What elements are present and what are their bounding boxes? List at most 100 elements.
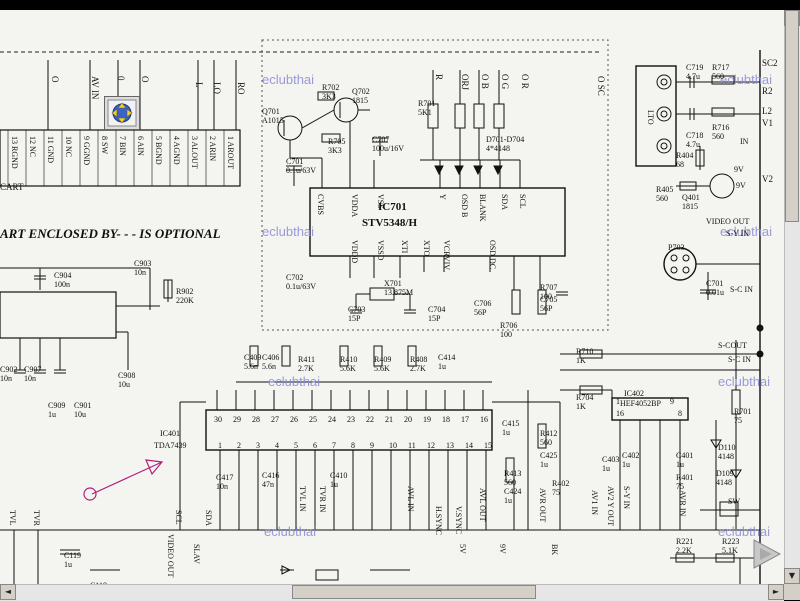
scart-pin-label: 6 AIN xyxy=(136,136,145,156)
ic401-pin-number: 12 xyxy=(427,441,435,450)
vertical-scroll-thumb[interactable] xyxy=(785,10,799,222)
component-ref: D701-D704 xyxy=(486,135,524,144)
net-label: 9V xyxy=(498,544,507,554)
component-value: 0.1u/63V xyxy=(286,166,316,175)
scroll-right-button[interactable]: ► xyxy=(768,584,784,600)
net-label: VIDEO OUT xyxy=(166,534,175,577)
component-value: 1u xyxy=(504,496,512,505)
component-ref: R716 xyxy=(712,123,729,132)
component-ref: C110 xyxy=(32,583,49,584)
net-label: R xyxy=(434,74,444,80)
component-value: 1K xyxy=(576,356,586,365)
ic401-pin-number: 3 xyxy=(256,441,260,450)
component-ref: C417 xyxy=(216,473,233,482)
net-label: SC2 xyxy=(762,58,778,68)
component-ref: Q401 xyxy=(682,193,700,202)
component-ref: C718 xyxy=(686,131,703,140)
scart-pin-label: 3 ALOUT xyxy=(190,136,199,169)
component-value: 560 xyxy=(656,194,668,203)
ic701-pin-label: BLANK xyxy=(478,194,487,222)
ic401-pin-number: 6 xyxy=(313,441,317,450)
component-ref: P703 xyxy=(668,243,684,252)
pan-tool-icon[interactable] xyxy=(104,96,140,130)
net-label: O G xyxy=(500,74,510,90)
net-label: O B xyxy=(480,74,490,89)
net-label: AVR OUT xyxy=(538,488,547,522)
net-label: O xyxy=(50,76,60,83)
ic401-pin-number: 26 xyxy=(290,415,298,424)
net-label: O SC xyxy=(596,76,606,96)
component-value: 1u xyxy=(64,560,72,569)
component-value: 10u xyxy=(118,380,130,389)
component-value: 1u xyxy=(438,362,446,371)
component-ref: R706 xyxy=(500,321,517,330)
component-ref: R223 xyxy=(722,537,739,546)
net-label: L xyxy=(194,82,204,88)
component-ref: C909 xyxy=(48,401,65,410)
net-label: L2 xyxy=(762,106,772,116)
net-label: RO xyxy=(236,82,246,95)
component-ref: C706 xyxy=(474,299,491,308)
ic401-pin-number: 13 xyxy=(446,441,454,450)
next-page-arrow-icon[interactable] xyxy=(750,532,784,576)
component-ref: D109 xyxy=(716,469,734,478)
component-ref: C414 xyxy=(438,353,455,362)
ic402-label: IC402 xyxy=(624,389,644,398)
net-label: S-Y IN xyxy=(622,486,631,509)
ic701-pin-label: XTO xyxy=(422,240,431,257)
component-ref: R411 xyxy=(298,355,315,364)
component-value: 4148 xyxy=(716,478,732,487)
component-ref: C416 xyxy=(262,471,279,480)
component-c110: C110 xyxy=(32,583,49,584)
component-value: 2.2K xyxy=(676,546,692,555)
ic401-pin-number: 17 xyxy=(461,415,469,424)
component-ref: R405 xyxy=(656,185,673,194)
ic701-pin-label: CVBS xyxy=(316,194,325,215)
component-value: 100u/16V xyxy=(372,144,404,153)
component-value: 1u xyxy=(676,460,684,469)
ic402-body xyxy=(560,324,764,530)
component-ref: C415 xyxy=(502,419,519,428)
component-value: 4*4148 xyxy=(486,144,510,153)
net-label: SW xyxy=(728,497,740,506)
scroll-down-button[interactable]: ▼ xyxy=(784,568,800,584)
component-value: 56P xyxy=(540,304,553,313)
component-ref: R412 xyxy=(540,429,557,438)
ic402-pin-number: 8 xyxy=(678,409,682,418)
watermark-text: eclubthai xyxy=(262,224,314,239)
component-ref: R413 xyxy=(504,469,521,478)
component-ref: R701 xyxy=(734,407,751,416)
transistors-q701-q702 xyxy=(277,91,388,188)
ic401-pin-number: 20 xyxy=(404,415,412,424)
component-ref: C901 xyxy=(74,401,91,410)
component-value: 56P xyxy=(474,308,487,317)
ic701-pin-label: VCRVIV xyxy=(442,240,451,270)
component-value: 5.1K xyxy=(722,546,738,555)
scart-pin-label: 9 GGND xyxy=(82,136,91,165)
component-value: 3K3 xyxy=(322,92,336,101)
ic402-pin-number: 9 xyxy=(670,397,674,406)
scroll-left-button[interactable]: ◄ xyxy=(0,584,16,600)
net-label: V2 xyxy=(762,174,773,184)
horizontal-scroll-thumb[interactable] xyxy=(292,585,536,599)
ic401-pin-number: 5 xyxy=(294,441,298,450)
ic401-pin-number: 19 xyxy=(423,415,431,424)
net-label: VIDEO OUT xyxy=(706,217,749,226)
